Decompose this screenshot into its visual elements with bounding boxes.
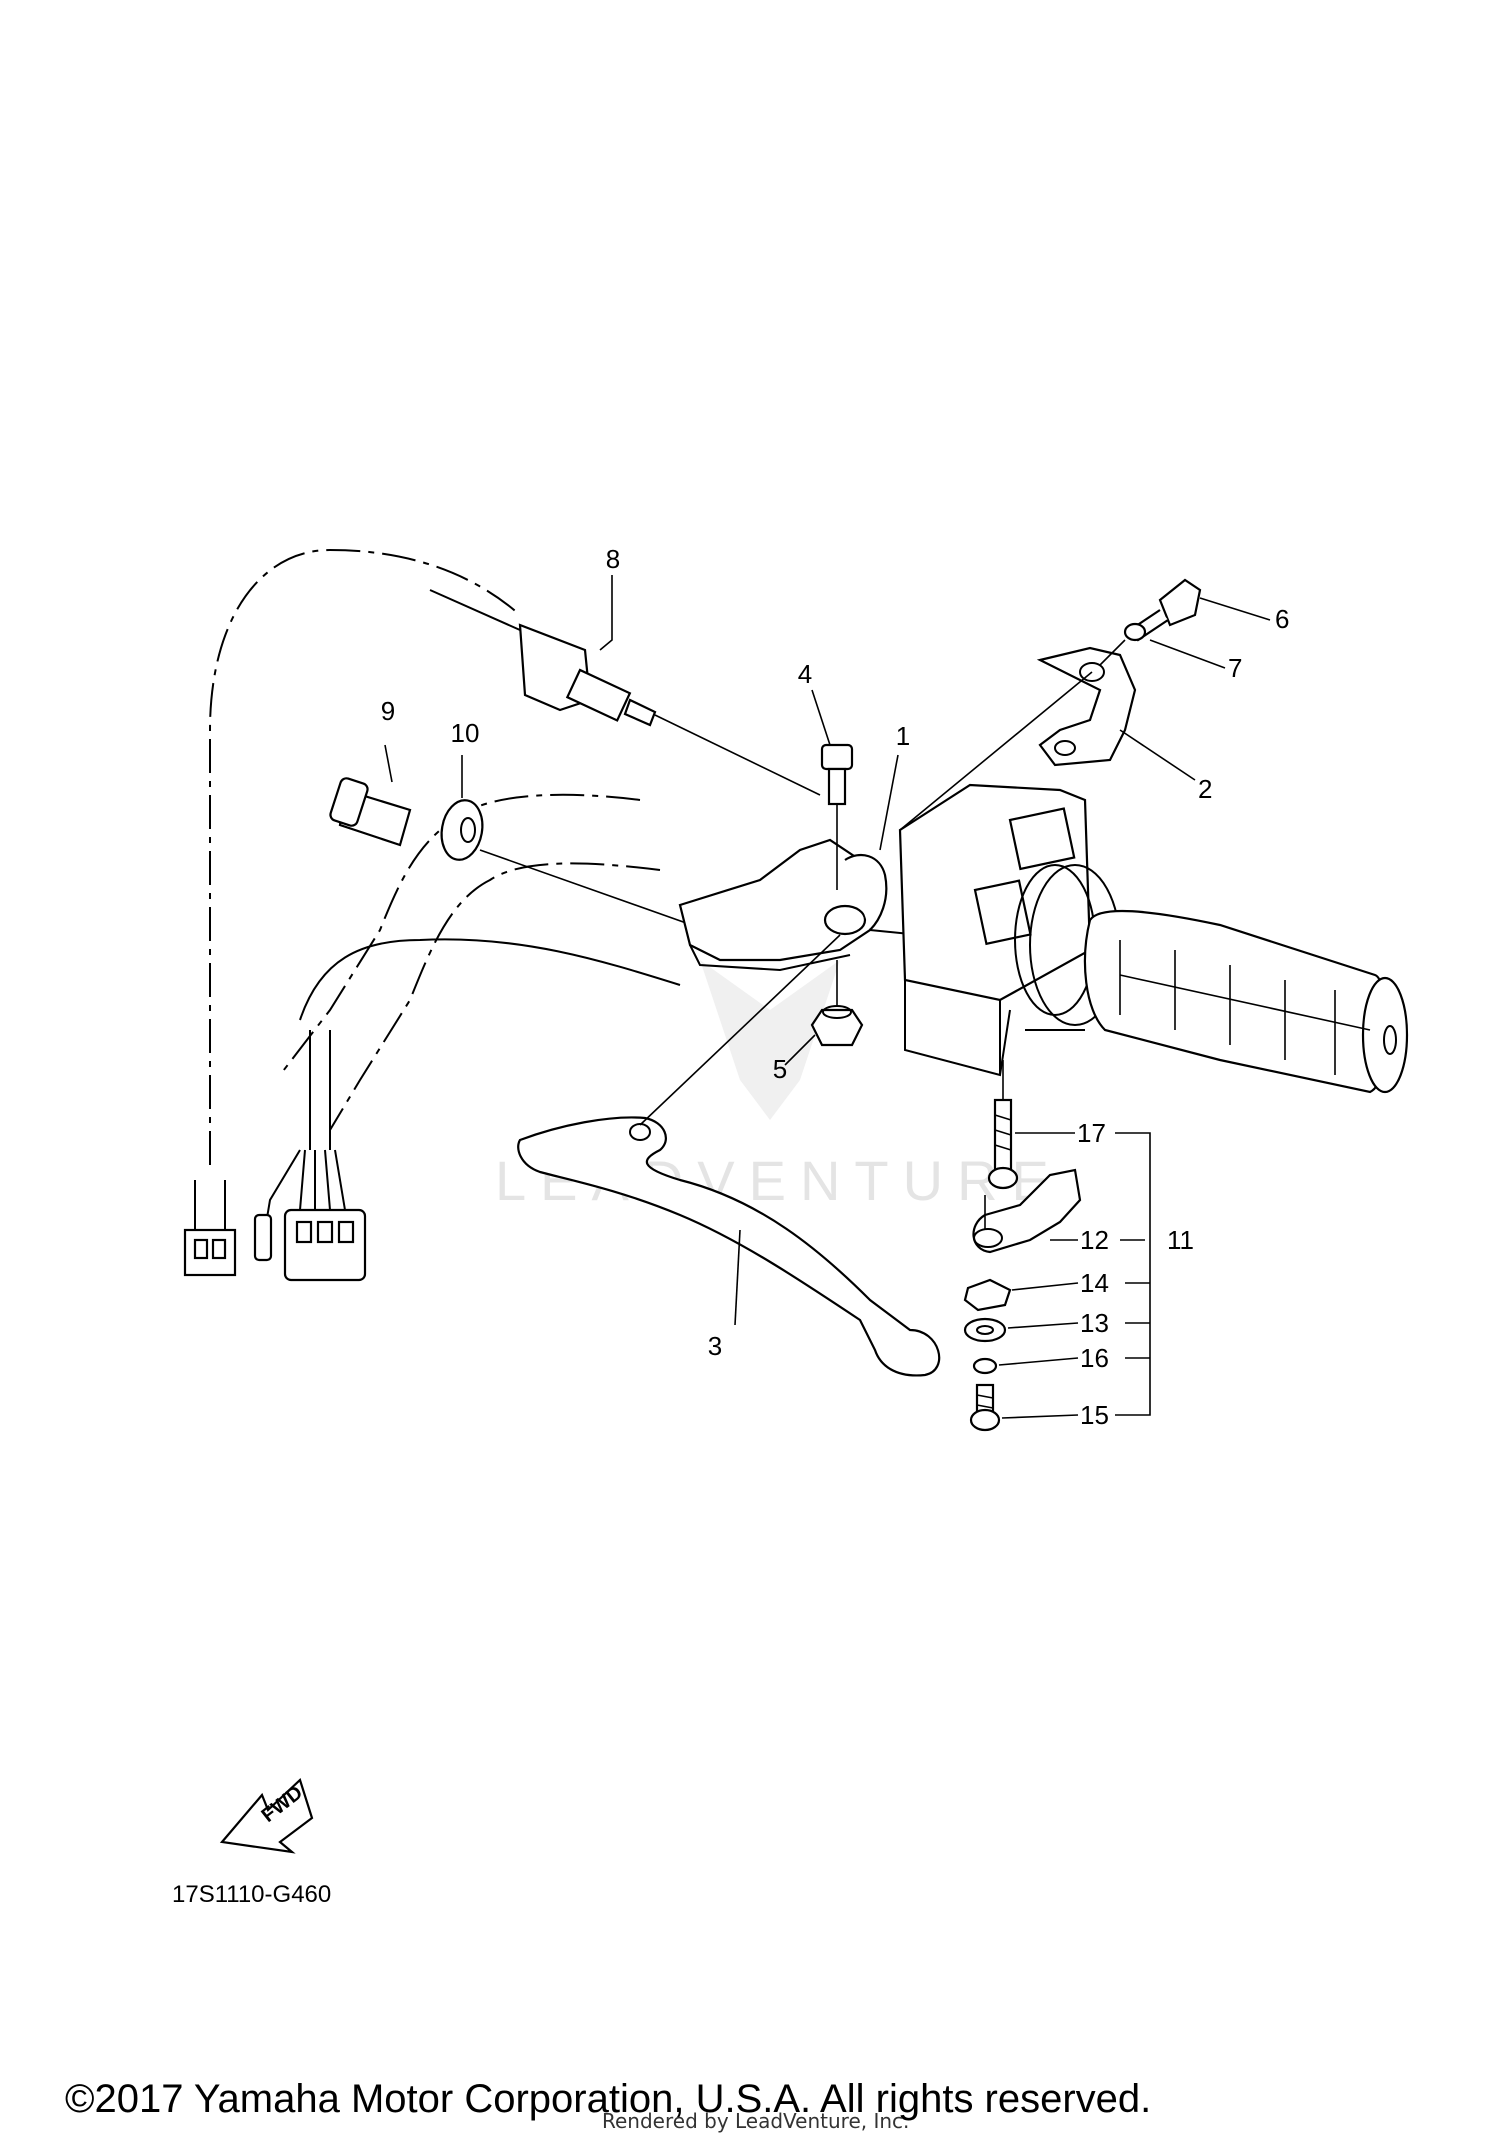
part-9-adjuster-bolt (329, 777, 412, 847)
callout-14: 14 (1080, 1268, 1109, 1298)
callout-6: 6 (1275, 604, 1289, 634)
part-10-locknut (440, 799, 721, 936)
connector-2pin (183, 1228, 237, 1277)
callout-17: 17 (1077, 1118, 1106, 1148)
part-12-adjuster-plate (972, 1168, 1082, 1254)
callout-15: 15 (1080, 1400, 1109, 1430)
connector-single (253, 1213, 273, 1262)
callout-9: 9 (381, 696, 395, 726)
part-16-lockwasher (972, 1357, 998, 1375)
rendered-by-credit: Rendered by LeadVenture, Inc. (602, 2109, 909, 2133)
callout-4: 4 (798, 659, 812, 689)
callout-8: 8 (606, 544, 620, 574)
part-17-bolt (987, 1060, 1019, 1190)
callout-12: 12 (1080, 1225, 1109, 1255)
part-7-washer (1099, 622, 1147, 666)
leader-lines (384, 575, 1271, 1419)
callout-5: 5 (773, 1054, 787, 1084)
switch-wire-harness (253, 938, 681, 1282)
part-15-screw (969, 1383, 1001, 1432)
part-8-brake-switch (429, 589, 821, 796)
callout-labels: 8 9 10 4 1 6 7 2 5 3 17 12 11 14 13 16 1… (381, 544, 1290, 1430)
fwd-arrow-icon: FWD (219, 1778, 314, 1854)
diagram-code: 17S1110-G460 (172, 1881, 331, 1908)
copyright-notice: ©2017 Yamaha Motor Corporation, U.S.A. A… (65, 2077, 1151, 2121)
callout-11: 11 (1167, 1225, 1194, 1255)
handlebar-grip (1025, 909, 1409, 1094)
callout-13: 13 (1080, 1308, 1109, 1338)
callout-16: 16 (1080, 1343, 1109, 1373)
callout-10: 10 (451, 718, 480, 748)
part-13-washer (963, 1317, 1007, 1343)
part-5-nut (810, 960, 864, 1047)
part-4-pivot-bolt (820, 743, 854, 890)
handlebar-switch-housing (898, 783, 1121, 1077)
part-3-brake-lever (517, 934, 941, 1377)
part-2-housing-cover (899, 646, 1137, 831)
callout-2: 2 (1198, 774, 1212, 804)
callout-7: 7 (1228, 653, 1242, 683)
callout-3: 3 (708, 1331, 722, 1361)
connector-multipin (283, 1208, 367, 1282)
brake-switch-cable (183, 548, 521, 1277)
part-14-nut (963, 1278, 1012, 1312)
callout-1: 1 (896, 721, 910, 751)
